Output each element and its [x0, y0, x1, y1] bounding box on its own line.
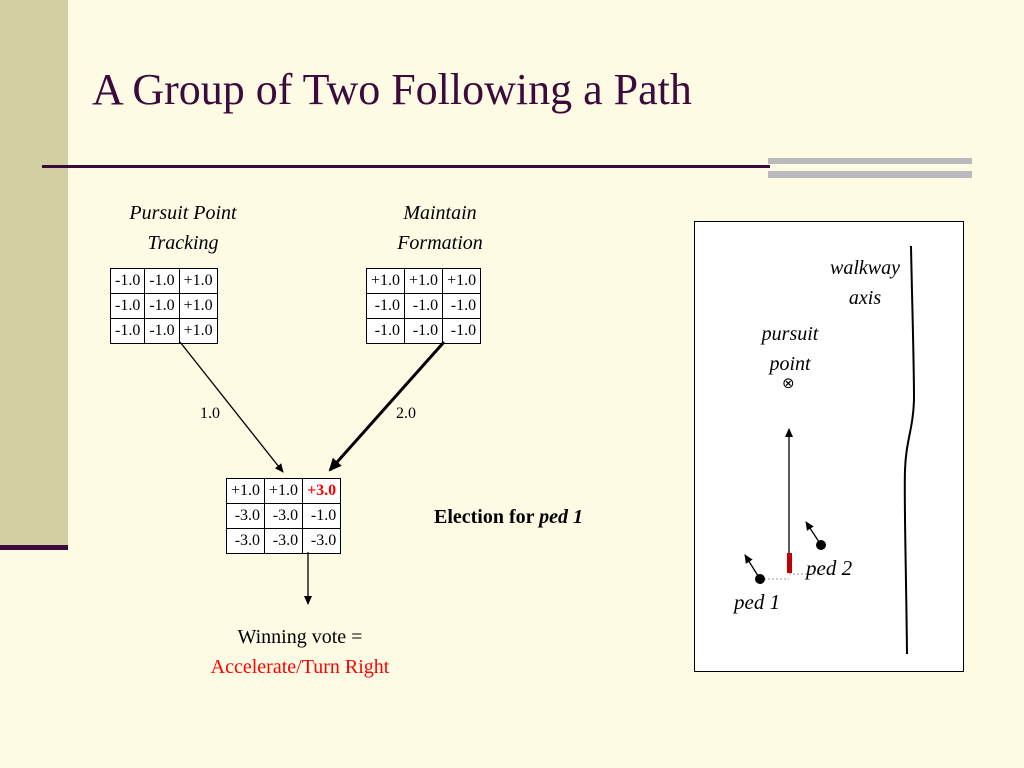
grid-row: +1.0 +1.0 +3.0	[225, 478, 342, 504]
behavior-caption-pursuit: Pursuit Point Tracking	[93, 198, 273, 258]
behavior-caption-line1: Pursuit Point	[129, 202, 237, 224]
grid-cell: +1.0	[404, 268, 444, 294]
grid-row: -3.0 -3.0 -1.0	[225, 503, 342, 529]
slide-title: A Group of Two Following a Path	[92, 65, 692, 114]
ped-1-label: ped 1	[734, 590, 781, 614]
winning-vote-line1: Winning vote =	[237, 626, 363, 648]
sidebar-band	[0, 0, 68, 545]
pursuit-point-label: pursuit point	[740, 319, 840, 379]
grid-cell: +1.0	[442, 268, 482, 294]
grid-cell: -1.0	[144, 293, 180, 319]
grid-cell: +1.0	[225, 478, 266, 504]
grid-row: -1.0 -1.0 -1.0	[365, 293, 482, 319]
grid-cell: -1.0	[144, 318, 180, 344]
grid-cell: -3.0	[302, 528, 342, 554]
election-target: ped 1	[539, 506, 584, 528]
walkway-label-line2: axis	[848, 287, 882, 309]
accent-bar-bottom	[768, 171, 972, 178]
walkway-label-line1: walkway	[830, 257, 900, 279]
behavior-caption-line2: Tracking	[147, 232, 219, 254]
behavior-caption-line1: Maintain	[403, 202, 477, 224]
grid-cell: -3.0	[264, 503, 304, 529]
accent-bar-top	[768, 158, 972, 164]
grid-row: -1.0 -1.0 +1.0	[109, 268, 218, 294]
grid-cell: -1.0	[109, 318, 146, 344]
behavior-caption-line2: Formation	[397, 232, 483, 254]
pursuit-label-line1: pursuit	[761, 323, 819, 345]
pursuit-point-icon: ⊗	[782, 374, 795, 392]
ped-1-heading-arrow	[744, 554, 761, 580]
target-position-marker	[787, 553, 792, 573]
grid-cell: -1.0	[404, 293, 444, 319]
vote-grid-pursuit: -1.0 -1.0 +1.0 -1.0 -1.0 +1.0 -1.0 -1.0 …	[109, 268, 218, 344]
ped-2-label: ped 2	[806, 556, 853, 580]
ped-2-heading-arrow	[805, 521, 822, 546]
grid-cell: +1.0	[178, 318, 218, 344]
grid-cell: -1.0	[109, 268, 146, 294]
winning-vote-action: Accelerate/Turn Right	[210, 656, 390, 678]
grid-cell: -1.0	[442, 318, 482, 344]
grid-cell: -1.0	[365, 293, 406, 319]
grid-cell: -1.0	[442, 293, 482, 319]
grid-row: -1.0 -1.0 -1.0	[365, 318, 482, 344]
title-rule	[42, 165, 770, 168]
election-text: Election for	[434, 506, 540, 528]
grid-cell: -1.0	[365, 318, 406, 344]
arrow-formation-to-result	[328, 341, 446, 472]
grid-cell: +1.0	[178, 268, 218, 294]
scene-panel	[694, 221, 964, 672]
winning-vote: Winning vote = Accelerate/Turn Right	[180, 622, 420, 682]
grid-row: -3.0 -3.0 -3.0	[225, 528, 342, 554]
weight-label-pursuit: 1.0	[200, 405, 220, 422]
grid-cell: -1.0	[144, 268, 180, 294]
vote-grid-formation: +1.0 +1.0 +1.0 -1.0 -1.0 -1.0 -1.0 -1.0 …	[365, 268, 482, 344]
sidebar-divider	[0, 545, 68, 550]
grid-row: +1.0 +1.0 +1.0	[365, 268, 482, 294]
weight-label-formation: 2.0	[396, 405, 416, 422]
grid-cell: -3.0	[264, 528, 304, 554]
grid-row: -1.0 -1.0 +1.0	[109, 318, 218, 344]
grid-cell: +1.0	[178, 293, 218, 319]
walkway-axis-line	[903, 245, 916, 655]
grid-cell: -1.0	[404, 318, 444, 344]
vote-grid-result: +1.0 +1.0 +3.0 -3.0 -3.0 -1.0 -3.0 -3.0 …	[225, 478, 342, 554]
grid-row: -1.0 -1.0 +1.0	[109, 293, 218, 319]
arrow-pursuit-to-result	[179, 341, 284, 473]
walkway-axis-label: walkway axis	[810, 253, 920, 313]
pursuit-label-line2: point	[769, 353, 811, 375]
election-label: Election for ped 1	[434, 506, 583, 529]
behavior-caption-formation: Maintain Formation	[350, 198, 530, 258]
